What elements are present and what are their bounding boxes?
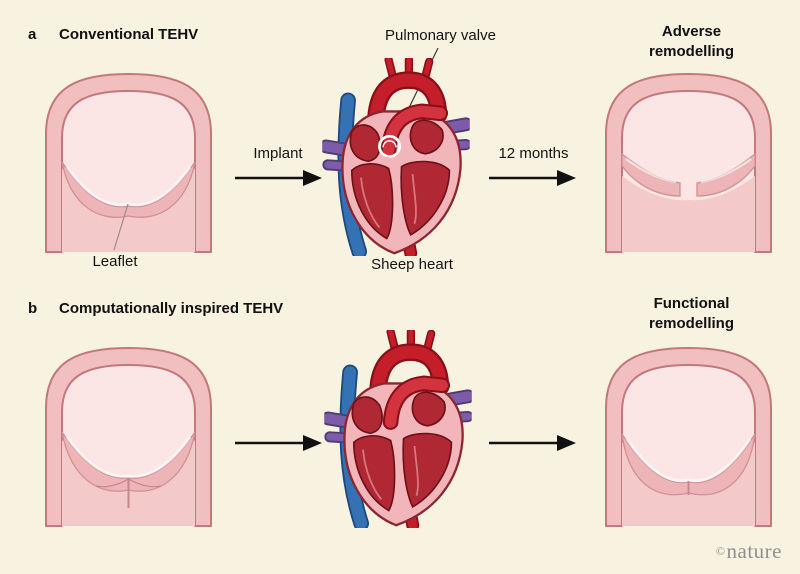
pulmonary-valve-label: Pulmonary valve [385,27,496,44]
leaflet-label: Leaflet [92,253,138,270]
pulmonary-valve-ring [378,134,402,158]
tehv-valve-b-before-illustration [36,338,221,528]
sheep-heart-b-illustration [322,330,474,528]
leaflet-pointer-line [113,203,129,251]
sheep-heart-a-illustration [318,58,474,256]
adverse-remodelling-label: Adverse remodelling [648,23,734,60]
tehv-valve-b-after-illustration [596,338,781,528]
twelve-months-arrow-label: 12 months [498,145,569,162]
arrow-right-icon [489,170,576,186]
panel-a-title: Conventional TEHV [59,26,199,43]
panel-b-title: Computationally inspired TEHV [59,300,284,317]
implant-arrow-label: Implant [253,145,303,162]
arrow-right-icon [235,170,322,186]
tehv-valve-a-after-illustration [596,64,781,254]
arrow-right-icon [489,435,576,451]
panel-a-index: a [28,26,37,43]
arrow-right-icon [235,435,322,451]
sheep-heart-label: Sheep heart [371,256,453,273]
panel-b-index: b [28,300,38,317]
nature-wordmark: nature [726,539,782,563]
copyright-symbol: © [715,544,726,558]
functional-remodelling-label: Functional remodelling [648,295,734,332]
tehv-valve-a-before-illustration [36,64,221,254]
nature-logo: ©nature [716,539,782,564]
